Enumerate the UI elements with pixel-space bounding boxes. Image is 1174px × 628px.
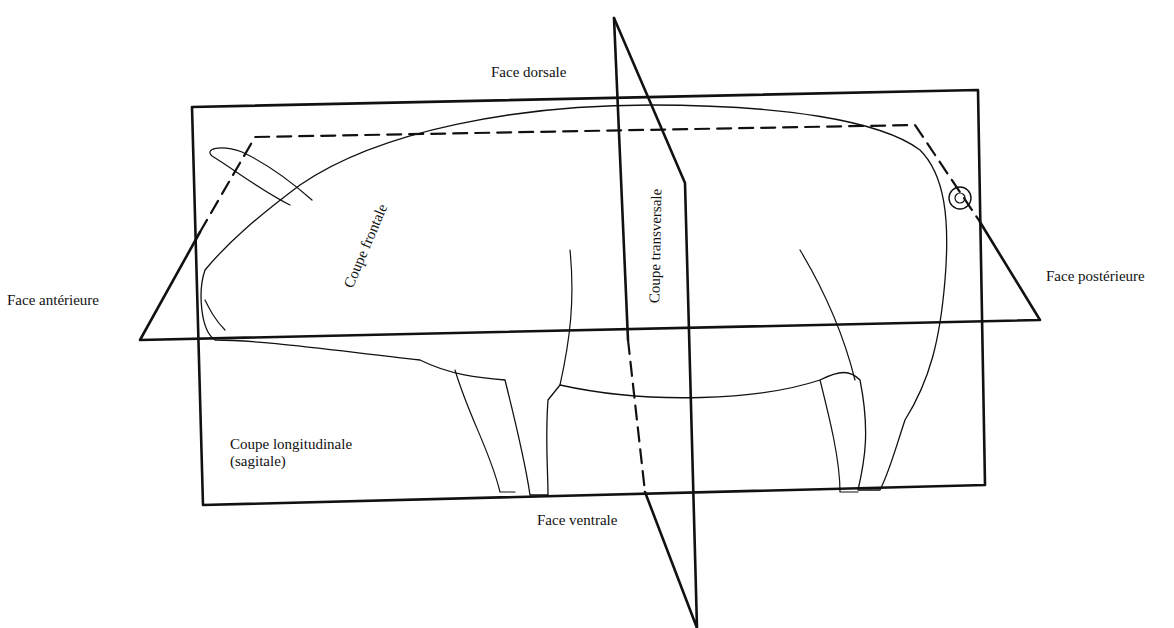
plane-label: Coupe transversale: [646, 187, 665, 306]
face-label: Face ventrale: [535, 512, 619, 529]
face-label: Face postérieure: [1044, 268, 1147, 285]
face-label: Face antérieure: [5, 292, 101, 309]
plane-label: Coupe frontale: [340, 200, 392, 293]
face-label: Face dorsale: [489, 64, 568, 81]
plane-label: Coupe longitudinale (sagitale): [228, 436, 372, 471]
